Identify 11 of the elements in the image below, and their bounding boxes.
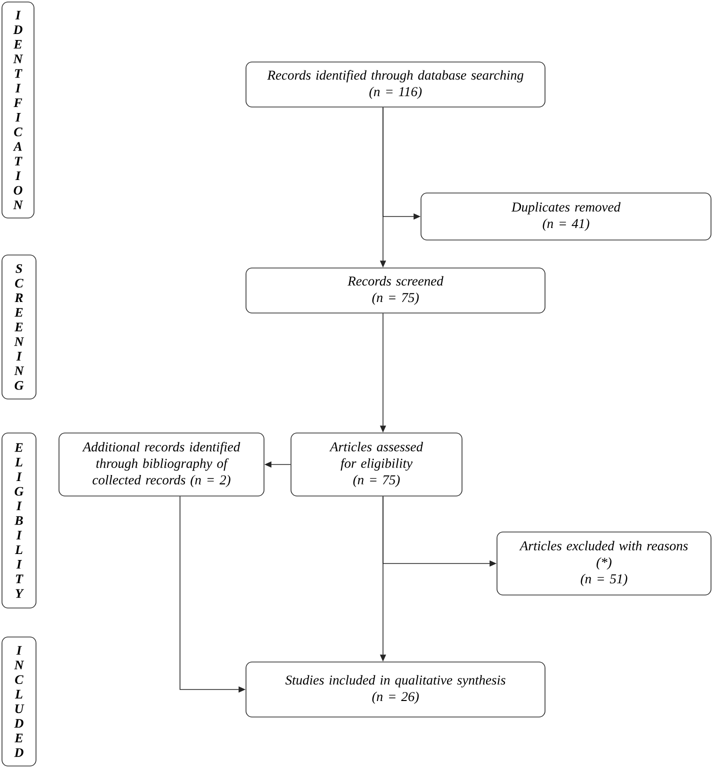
process-box: Records identified through database searching (n = 116) — [246, 62, 546, 108]
process-box: Additional records identified through bibliography of collected records (n = 2) — [58, 432, 264, 496]
process-box: Records screened (n = 75) — [246, 268, 546, 314]
process-box: Articles excluded with reasons (*) (n = 51) — [496, 532, 712, 596]
phase-box: I N C L U D E D — [2, 636, 36, 766]
process-box: Duplicates removed (n = 41) — [420, 192, 712, 240]
phase-box: I D E N T I F I C A T I O N — [2, 2, 34, 218]
process-box: Articles assessed for eligibility (n = 75) — [290, 432, 462, 496]
phase-box: S C R E E N I N G — [2, 254, 36, 400]
process-box: Studies included in qualitative synthesis (n = 26) — [246, 662, 546, 718]
phase-box: E L I G I B I L I T Y — [2, 432, 36, 608]
